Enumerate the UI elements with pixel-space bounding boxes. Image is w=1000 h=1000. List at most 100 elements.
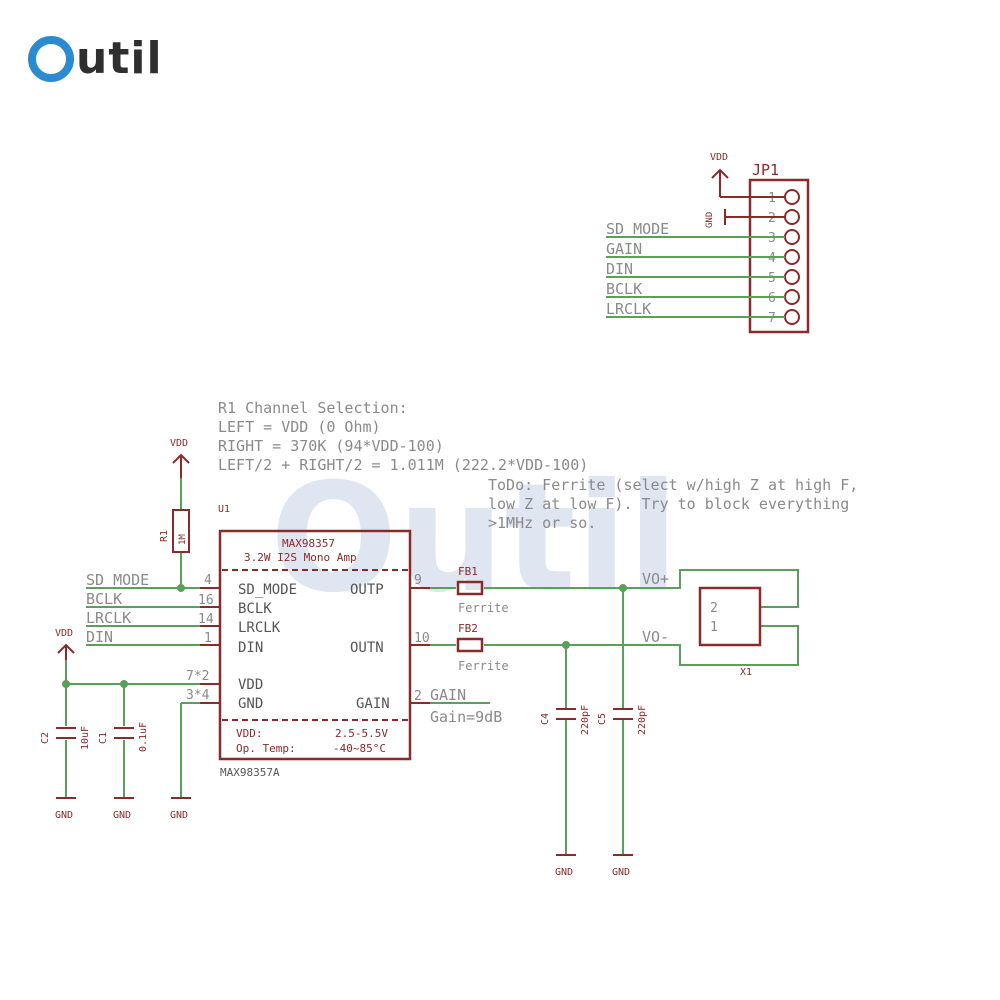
filter-cap-wires	[565, 588, 624, 855]
r1-name: R1	[159, 530, 170, 542]
todo-line-1: ToDo: Ferrite (select w/high Z at high F…	[488, 476, 858, 494]
jp1-net-bclk: BCLK	[606, 280, 642, 298]
gain-net-label: GAIN	[430, 686, 466, 704]
left-net-lrclk: LRCLK	[86, 609, 131, 627]
r1-vdd-label: VDD	[170, 438, 188, 449]
gain-note: Gain=9dB	[430, 708, 502, 726]
todo-line-2: low Z at low F). Try to block everything	[488, 495, 849, 513]
jp1-pin-6: 6	[768, 291, 776, 306]
x1-connector: 2 1 X1	[640, 569, 799, 678]
decoupling-wires	[65, 660, 200, 798]
vo-minus-label: VO-	[642, 628, 669, 646]
gnd-label-c4: GND	[555, 867, 573, 878]
u1-pin-vdd: VDD	[238, 677, 263, 693]
fb1-name: FB1	[458, 565, 478, 578]
jp1-net-din: DIN	[606, 260, 633, 278]
jp1-pin-4: 4	[768, 251, 776, 266]
c5-plates	[613, 708, 633, 720]
x1-body	[698, 586, 762, 647]
x1-pin-2: 2	[710, 601, 718, 616]
vdd-decoupling: VDD C2 10uF C1 0.1uF GND GND GND	[40, 628, 200, 821]
jp1-label: JP1	[752, 161, 779, 179]
u1-pin-gain: GAIN	[356, 696, 390, 712]
jp1-net-lrclk: LRCLK	[606, 300, 651, 318]
fb1-body	[456, 580, 484, 596]
c1-value: 0.1uF	[138, 722, 149, 752]
jp1-vdd-arrow-icon	[711, 168, 785, 198]
logo-text: util	[76, 33, 163, 84]
u1-pin-lrclk: LRCLK	[238, 620, 281, 636]
u1-footer-label-1: VDD:	[236, 727, 263, 740]
x1-name: X1	[740, 667, 752, 678]
c4-name: C4	[540, 713, 551, 725]
left-net-wires	[86, 587, 200, 646]
c2-junction-dot	[62, 680, 70, 688]
left-net-bclk: BCLK	[86, 590, 122, 608]
c4-plates	[556, 708, 576, 720]
jp1-pin-circles	[784, 189, 800, 325]
jp1-connector: JP1 1 2 3 4 5 6 7 VDD GND SD_MODE GAIN D…	[606, 152, 810, 334]
jp1-gnd-label: GND	[705, 212, 715, 228]
jp1-net-sd-mode: SD_MODE	[606, 220, 669, 238]
u1-ic: U1 MAX98357 3.2W I2S Mono Amp SD_MODE BC…	[186, 504, 430, 779]
jp1-pin-1: 1	[768, 191, 776, 206]
gnd-label-c2: GND	[55, 810, 73, 821]
u1-pinnum-4: 4	[204, 573, 212, 588]
u1-variant: MAX98357A	[220, 766, 280, 779]
jp1-gnd-symbol-icon	[724, 209, 785, 225]
u1-pinnum-1: 1	[204, 631, 212, 646]
fb1-type: Ferrite	[458, 601, 509, 615]
left-net-din: DIN	[86, 628, 113, 646]
u1-pinnum-9: 9	[414, 573, 422, 588]
x1-wires	[640, 569, 799, 666]
note-line-4: LEFT/2 + RIGHT/2 = 1.011M (222.2*VDD-100…	[218, 456, 588, 474]
u1-pin-bclk: BCLK	[238, 601, 272, 617]
note-line-2: LEFT = VDD (0 Ohm)	[218, 418, 381, 436]
u1-pin-outp: OUTP	[350, 582, 384, 598]
output-filter: FB1 Ferrite FB2 Ferrite C4 220pF C5 220p…	[430, 565, 669, 878]
vdd-left-label: VDD	[55, 628, 73, 639]
gnd-label-c1: GND	[113, 810, 131, 821]
r1-value: 1M	[178, 534, 188, 545]
u1-pinnum-10: 10	[414, 631, 430, 646]
u1-dividers	[222, 569, 408, 721]
r1-body	[172, 509, 190, 553]
u1-pin-din: DIN	[238, 640, 263, 656]
brand-logo: util	[28, 30, 163, 88]
r1-junction-dot	[177, 584, 185, 592]
gain-net: GAIN Gain=9dB	[430, 686, 502, 726]
fb2-type: Ferrite	[458, 659, 509, 673]
u1-desc: 3.2W I2S Mono Amp	[244, 551, 357, 564]
note-line-1: R1 Channel Selection:	[218, 399, 408, 417]
jp1-net-gain: GAIN	[606, 240, 642, 258]
logo-o-ring-icon	[28, 36, 74, 82]
todo-note: ToDo: Ferrite (select w/high Z at high F…	[488, 476, 858, 532]
note-line-3: RIGHT = 370K (94*VDD-100)	[218, 437, 444, 455]
gnd-label-u1: GND	[170, 810, 188, 821]
jp1-net-wires	[606, 236, 785, 318]
c1-plates	[114, 727, 134, 739]
u1-footer-value-2: -40~85°C	[333, 742, 386, 755]
u1-pin-gnd: GND	[238, 696, 263, 712]
u1-pinnum-2: 2	[414, 689, 422, 704]
vo-plus-label: VO+	[642, 570, 669, 588]
fb2-name: FB2	[458, 622, 478, 635]
u1-footer-label-2: Op. Temp:	[236, 742, 296, 755]
c5-value: 220pF	[637, 705, 648, 735]
u1-part: MAX98357	[282, 537, 335, 550]
u1-ref: U1	[218, 504, 230, 515]
c2-value: 10uF	[80, 726, 91, 750]
vdd-left-arrow-icon	[57, 643, 75, 660]
r1-resistor: VDD 1M R1	[159, 438, 190, 588]
u1-footer-value-1: 2.5-5.5V	[335, 727, 388, 740]
c2-plates	[56, 727, 76, 739]
c2-name: C2	[40, 732, 51, 744]
u1-pinnum-16: 16	[198, 593, 214, 608]
jp1-vdd-label: VDD	[710, 152, 728, 163]
jp1-pin-5: 5	[768, 271, 776, 286]
channel-selection-note: R1 Channel Selection: LEFT = VDD (0 Ohm)…	[218, 399, 588, 474]
jp1-pin-3: 3	[768, 231, 776, 246]
c5-name: C5	[597, 713, 608, 725]
output-wires	[430, 587, 640, 646]
